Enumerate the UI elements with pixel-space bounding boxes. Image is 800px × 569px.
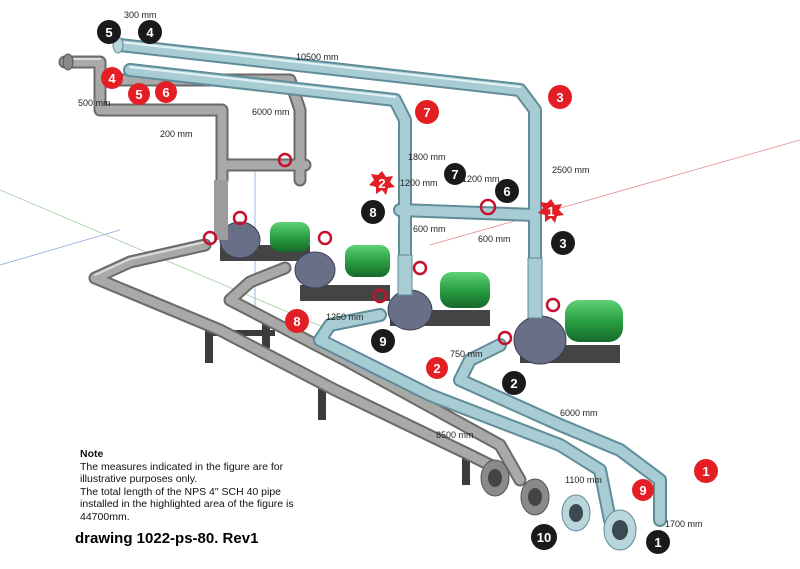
svg-text:1: 1 — [547, 204, 554, 219]
pump-unit-3 — [387, 254, 490, 331]
svg-text:2: 2 — [510, 376, 517, 391]
svg-text:9: 9 — [379, 334, 386, 349]
pump-unit-1 — [214, 180, 310, 261]
svg-text:7: 7 — [423, 105, 430, 120]
badge-black-1: 1 — [646, 530, 670, 554]
svg-text:2: 2 — [433, 361, 440, 376]
pump-unit-4 — [513, 257, 623, 365]
dim-1100: 1100 mm — [565, 475, 602, 485]
note-title: Note — [80, 448, 104, 460]
badge-red-5: 5 — [128, 83, 150, 105]
svg-text:9: 9 — [639, 483, 646, 498]
badge-red-7: 7 — [415, 100, 439, 124]
badge-red-2: 2 — [426, 357, 448, 379]
dim-1250: 1250 mm — [326, 312, 364, 322]
badge-black-2: 2 — [502, 371, 526, 395]
axis-lines — [0, 139, 800, 331]
svg-text:10: 10 — [537, 530, 551, 545]
svg-text:4: 4 — [146, 25, 154, 40]
svg-text:6: 6 — [503, 184, 510, 199]
note-line-1: The measures indicated in the figure are… — [80, 460, 284, 486]
dim-200: 200 mm — [160, 129, 193, 139]
dim-600-left: 600 mm — [413, 224, 446, 234]
grey-pipes — [58, 55, 527, 487]
badge-red-8: 8 — [285, 309, 309, 333]
badge-red-star-1: 1 — [538, 199, 564, 223]
svg-text:6: 6 — [162, 85, 169, 100]
outlet-flanges — [62, 36, 637, 551]
badge-black-6: 6 — [495, 179, 519, 203]
pump-unit-2 — [294, 245, 390, 301]
dim-1200-left: 1200 mm — [400, 178, 438, 188]
dim-600-right: 600 mm — [478, 234, 511, 244]
dim-6000-bottom: 6000 mm — [560, 408, 598, 418]
badges: 5 4 4 5 6 3 7 2 7 6 8 1 3 8 9 2 2 1 9 10… — [97, 20, 718, 554]
badge-red-9: 9 — [632, 479, 654, 501]
badge-red-star-2: 2 — [369, 171, 395, 195]
dim-750: 750 mm — [450, 349, 483, 359]
svg-text:7: 7 — [451, 167, 458, 182]
dim-500: 500 mm — [78, 98, 111, 108]
note-block: Note The measures indicated in the figur… — [80, 448, 310, 523]
svg-text:1: 1 — [654, 535, 661, 550]
svg-text:2: 2 — [378, 176, 385, 191]
dim-1800: 1800 mm — [408, 152, 446, 162]
svg-text:5: 5 — [105, 25, 112, 40]
dim-6000-top: 6000 mm — [252, 107, 290, 117]
dim-1200-right: 1200 mm — [462, 174, 500, 184]
dim-2500: 2500 mm — [552, 165, 590, 175]
badge-black-3: 3 — [551, 231, 575, 255]
badge-black-4: 4 — [138, 20, 162, 44]
badge-black-7: 7 — [444, 163, 466, 185]
svg-text:4: 4 — [108, 71, 116, 86]
svg-text:3: 3 — [556, 90, 563, 105]
highlighted-pipes — [113, 38, 667, 527]
badge-black-10: 10 — [531, 524, 557, 550]
svg-text:1: 1 — [702, 464, 709, 479]
badge-red-4: 4 — [101, 67, 123, 89]
pump-units — [214, 180, 623, 365]
badge-red-6: 6 — [155, 81, 177, 103]
svg-text:5: 5 — [135, 87, 142, 102]
dim-10500: 10500 mm — [296, 52, 339, 62]
note-line-2: The total length of the NPS 4" SCH 40 pi… — [80, 485, 294, 523]
svg-text:3: 3 — [559, 236, 566, 251]
badge-black-9: 9 — [371, 329, 395, 353]
support-stands — [205, 318, 470, 485]
badge-red-3: 3 — [548, 85, 572, 109]
svg-text:8: 8 — [369, 205, 376, 220]
svg-text:8: 8 — [293, 314, 300, 329]
dimension-labels: 300 mm 10500 mm 500 mm 6000 mm 200 mm 18… — [78, 10, 703, 529]
badge-black-5: 5 — [97, 20, 121, 44]
dim-300: 300 mm — [124, 10, 157, 20]
dim-8500: 8500 mm — [436, 430, 474, 440]
drawing-label: drawing 1022-ps-80. Rev1 — [75, 530, 259, 547]
badge-black-8: 8 — [361, 200, 385, 224]
badge-red-1: 1 — [694, 459, 718, 483]
dim-1700: 1700 mm — [665, 519, 703, 529]
valves — [202, 152, 561, 346]
